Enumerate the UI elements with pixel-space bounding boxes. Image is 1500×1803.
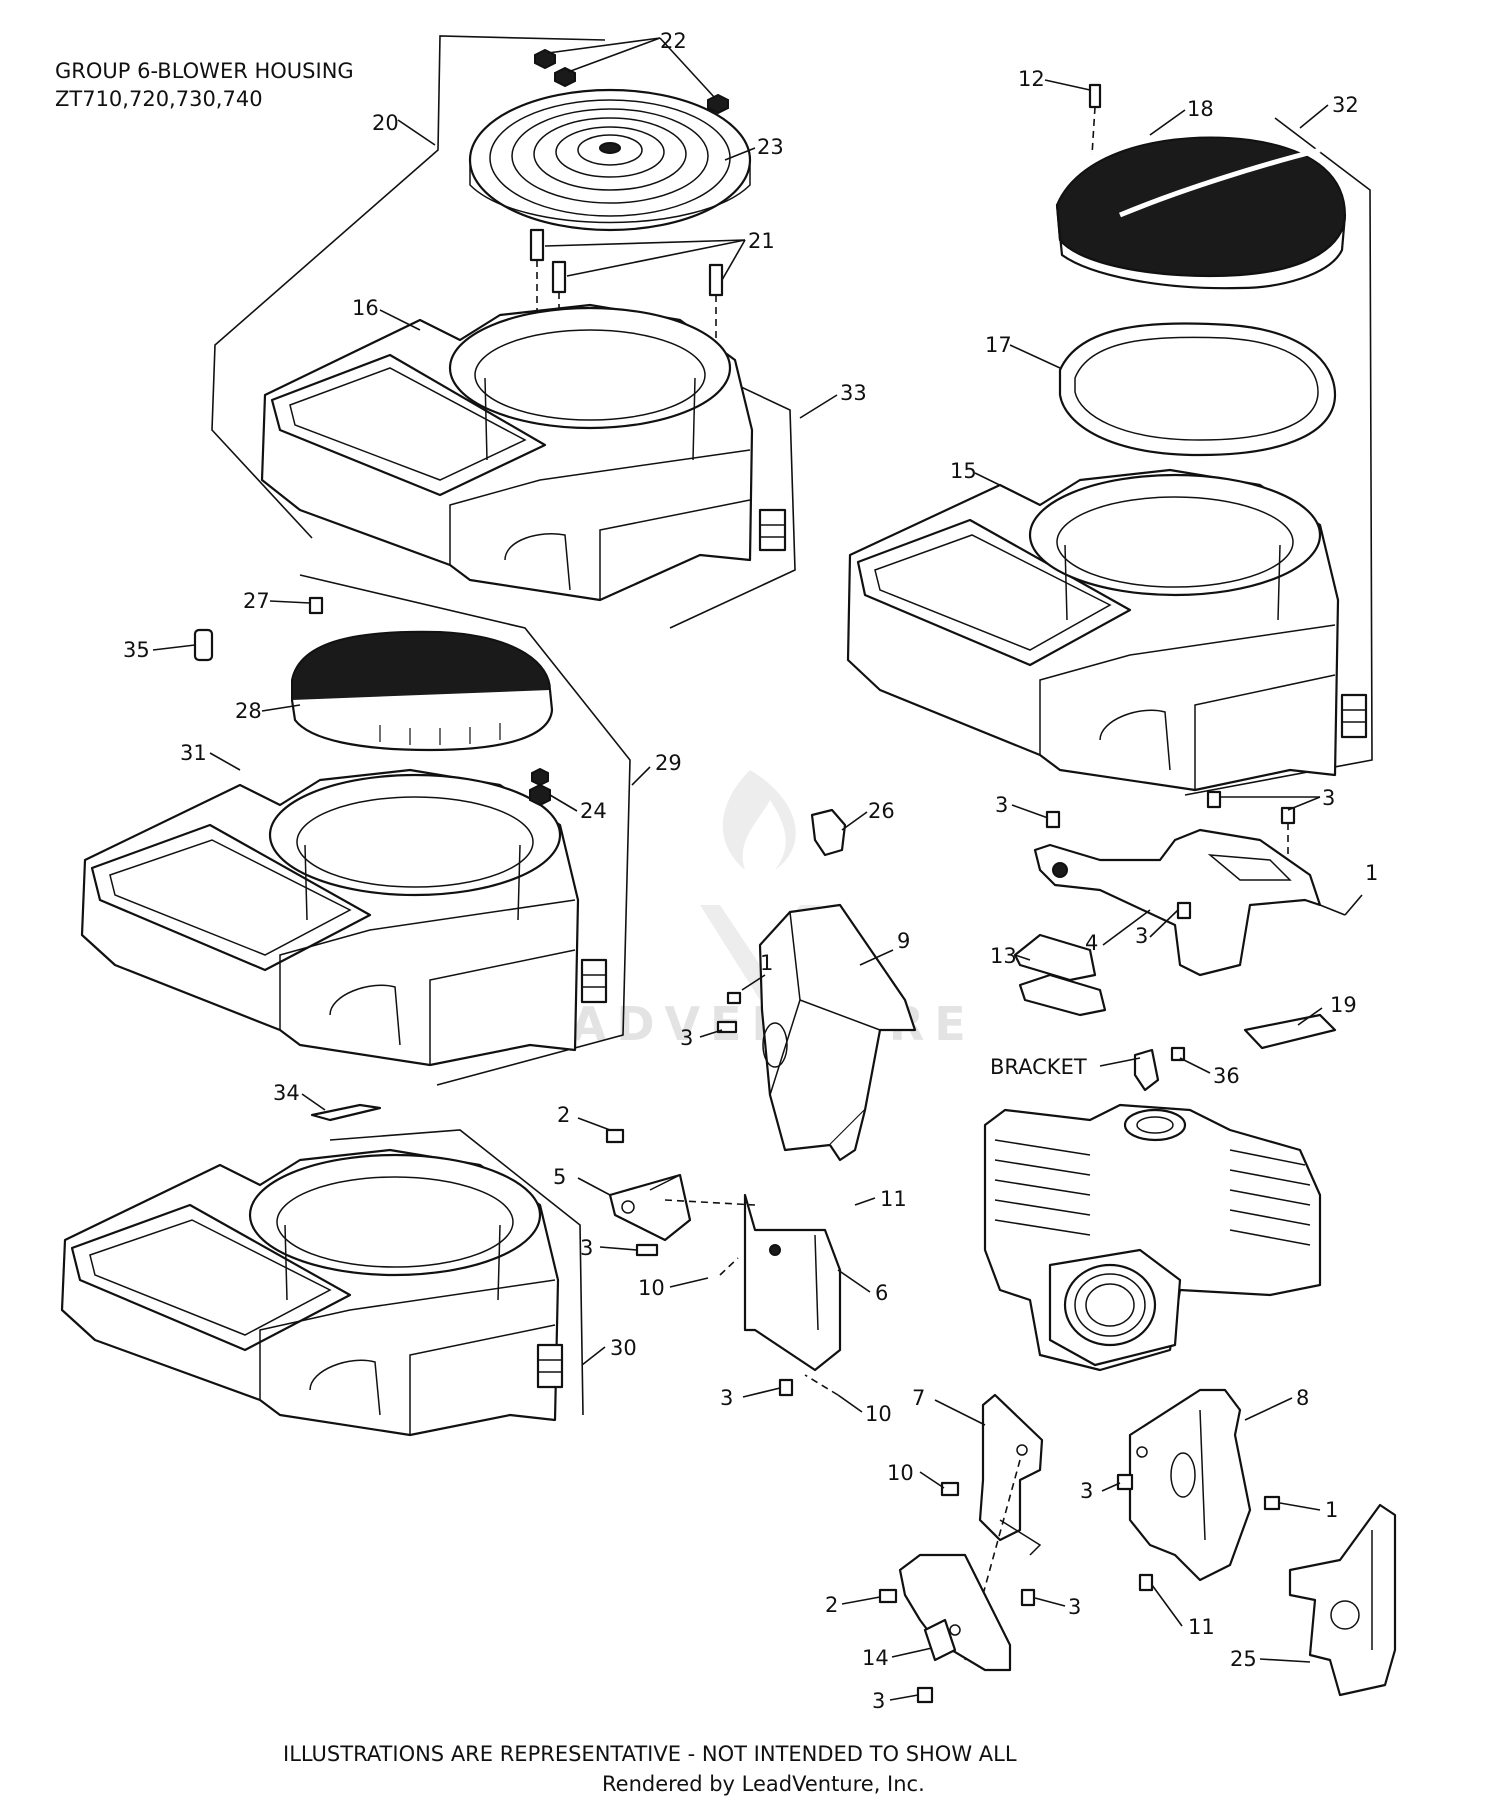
blower-housing-30 <box>60 1148 564 1437</box>
callout-31: 31 <box>180 741 207 765</box>
bracket-14 <box>898 1553 1012 1672</box>
callout-3-g: 3 <box>1080 1479 1093 1503</box>
callout-36: 36 <box>1213 1064 1240 1088</box>
callout-22: 22 <box>660 29 687 53</box>
blower-housing-16 <box>260 303 787 602</box>
rotating-screen-23 <box>468 88 752 232</box>
gasket-ring-17 <box>1058 322 1337 457</box>
callout-23: 23 <box>757 135 784 159</box>
callout-21: 21 <box>748 229 775 253</box>
clip-26 <box>810 808 847 857</box>
callout-27: 27 <box>243 589 270 613</box>
callout-12: 12 <box>1018 67 1045 91</box>
callout-5: 5 <box>553 1165 566 1189</box>
rotating-screen-18 <box>1055 136 1347 290</box>
callout-35: 35 <box>123 638 150 662</box>
blower-housing-31 <box>80 767 608 1067</box>
callout-3-b: 3 <box>1322 786 1335 810</box>
callout-15: 15 <box>950 459 977 483</box>
callout-3-d: 3 <box>680 1026 693 1050</box>
assembly-30 <box>60 1103 584 1437</box>
callout-9: 9 <box>897 929 910 953</box>
engine-crankcase <box>983 1103 1322 1372</box>
callout-10-a: 10 <box>638 1276 665 1300</box>
rotating-screen-28 <box>290 630 554 752</box>
blower-housing-15 <box>846 468 1368 792</box>
diagram-title-line2: ZT710,720,730,740 <box>55 87 263 111</box>
callout-bracket: BRACKET <box>990 1055 1087 1079</box>
callout-3-i: 3 <box>872 1689 885 1713</box>
cylinder-shroud-6 <box>743 1193 842 1372</box>
shroud-25 <box>1288 1503 1397 1697</box>
callout-8: 8 <box>1296 1386 1309 1410</box>
callout-32: 32 <box>1332 93 1359 117</box>
callout-10-b: 10 <box>865 1402 892 1426</box>
callout-20: 20 <box>372 111 399 135</box>
callout-7: 7 <box>912 1386 925 1410</box>
diagram-title-line1: GROUP 6-BLOWER HOUSING <box>55 59 354 83</box>
callout-10-c: 10 <box>887 1461 914 1485</box>
callout-11-b: 11 <box>1188 1615 1215 1639</box>
bracket-5 <box>608 1173 692 1242</box>
callout-4: 4 <box>1085 931 1098 955</box>
callout-30: 30 <box>610 1336 637 1360</box>
shroud-8 <box>1128 1388 1252 1582</box>
callout-3-e: 3 <box>580 1236 593 1260</box>
callout-1-c: 1 <box>1325 1498 1338 1522</box>
footer-credit: Rendered by LeadVenture, Inc. <box>602 1772 925 1796</box>
callout-2-b: 2 <box>825 1593 838 1617</box>
callout-1-b: 1 <box>760 951 773 975</box>
callout-11-a: 11 <box>880 1187 907 1211</box>
plate-19 <box>1243 1013 1337 1050</box>
callout-33: 33 <box>840 381 867 405</box>
callout-24: 24 <box>580 799 607 823</box>
callout-3-h: 3 <box>1068 1595 1081 1619</box>
callout-17: 17 <box>985 333 1012 357</box>
footer-disclaimer: ILLUSTRATIONS ARE REPRESENTATIVE - NOT I… <box>283 1742 1017 1766</box>
leader-lines <box>152 37 1363 1701</box>
clip-13 <box>1013 933 1107 1017</box>
callout-29: 29 <box>655 751 682 775</box>
cylinder-shroud-9 <box>758 903 917 1162</box>
callout-6: 6 <box>875 1281 888 1305</box>
callout-26: 26 <box>868 799 895 823</box>
callout-34: 34 <box>273 1081 300 1105</box>
callout-13: 13 <box>990 944 1017 968</box>
callout-18: 18 <box>1187 97 1214 121</box>
callout-3-a: 3 <box>995 793 1008 817</box>
shroud-7 <box>978 1393 1044 1556</box>
callout-1-a: 1 <box>1365 861 1378 885</box>
bracket-small <box>1133 1048 1160 1092</box>
callout-19: 19 <box>1330 993 1357 1017</box>
assembly-29 <box>80 574 631 1086</box>
assembly-32 <box>846 83 1373 796</box>
callout-2-a: 2 <box>557 1103 570 1127</box>
callout-3-f: 3 <box>720 1386 733 1410</box>
callout-14: 14 <box>862 1646 889 1670</box>
callout-25: 25 <box>1230 1647 1257 1671</box>
callout-16: 16 <box>352 296 379 320</box>
callout-3-c: 3 <box>1135 924 1148 948</box>
callout-labels: 22 23 21 20 16 33 12 18 32 17 15 27 35 2… <box>123 29 1378 1713</box>
assembly-20 <box>211 35 796 629</box>
callout-28: 28 <box>235 699 262 723</box>
